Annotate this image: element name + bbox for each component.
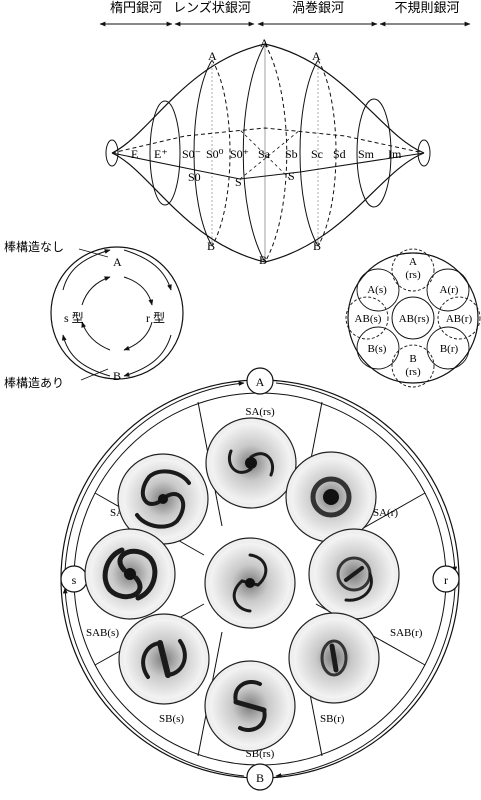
type-sa-rs: SA(rs) [245,406,275,418]
label-a-center: A [260,36,269,50]
wheel-r: r [444,573,448,587]
volume-outline-bottom [111,152,425,263]
label-a-left: A [208,49,217,63]
var-top-a: A [409,256,417,268]
class-header: 楕円銀河 レンズ状銀河 渦巻銀河 不規則銀河 [99,0,471,27]
seq-s0plus: S0⁺ [230,147,249,161]
variety-labels: A (rs) A(s) A(r) AB(s) AB(rs) AB(r) B(s)… [355,256,473,378]
galaxy-sab-r [308,528,400,620]
seq-s0minus: S0⁻ [182,147,201,161]
sequence-line-back [111,127,425,154]
type-sa-r: SA(r) [373,507,398,519]
variety-cross-section [345,248,481,388]
type-sab-s: SAB(s) [86,627,119,639]
cross-section-eplus [149,100,181,206]
header-irregular: 不規則銀河 [394,1,459,16]
wheel-a: A [256,375,265,389]
var-abr: AB(r) [446,313,473,325]
seq-im: Im [388,147,402,161]
label-s0-lower: S0 [188,170,201,184]
cycle-b: B [113,369,121,383]
var-ar: A(r) [440,284,459,296]
type-sab-r: SAB(r) [390,627,423,639]
cycle-r-type: r 型 [146,311,165,325]
classification-volume [105,43,431,263]
galaxy-sa-r [285,451,377,543]
label-a-right: A [312,49,321,63]
type-sb-r: SB(r) [320,713,345,725]
var-bottom-b: B [409,353,416,365]
wheel-s: s [72,573,77,587]
cycle-s-type: s 型 [64,311,84,325]
galaxy-sa-s [117,453,209,545]
var-bs: B(s) [368,343,387,355]
galaxy-sab-s [84,528,176,620]
label-no-bar: 棒構造なし [4,240,64,254]
seq-sd: Sd [333,147,346,161]
var-br: B(r) [440,343,459,355]
bar-cycle-diagram: 棒構造なし 棒構造あり A B s 型 r 型 [4,240,184,390]
seq-sb: Sb [285,147,298,161]
seq-sa: Sa [258,147,271,161]
type-sb-s: SB(s) [159,713,184,725]
label-s-mid: S [235,175,242,189]
seq-eplus: E⁺ [154,147,168,161]
header-elliptical: 楕円銀河 [110,1,162,16]
wheel-b: B [256,771,264,785]
seq-s0zero: S0⁰ [206,147,224,161]
volume-outline-top [111,43,425,154]
label-b-left: B [207,239,215,253]
seq-sm: Sm [358,147,375,161]
var-as: A(s) [367,284,387,296]
label-b-right: B [313,239,321,253]
header-spiral: 渦巻銀河 [292,1,344,16]
cross-section-e [105,139,119,167]
var-top-rs: (rs) [405,269,421,281]
var-bottom-rs: (rs) [405,366,421,378]
var-abrs: AB(rs) [399,313,430,325]
label-with-bar: 棒構造あり [4,376,64,390]
var-abs: AB(s) [355,313,382,325]
galaxy-sb-s [118,613,210,705]
variety-wheel: A B s r SA(rs) SA(s) SA(r) SAB(s) SAB(r)… [60,367,460,791]
label-s-right: S [288,169,295,183]
sequence-labels: E E⁺ S0⁻ S0⁰ S0⁺ Sa Sb Sc Sd Sm Im A A A… [131,36,402,267]
label-b-center: B [259,253,267,267]
seq-sc: Sc [311,147,323,161]
cross-section-sm [356,98,392,208]
galaxy-sb-r [288,612,380,704]
seq-e: E [131,147,138,161]
galaxy-sb-rs [204,660,296,752]
galaxy-sa-rs [205,417,297,509]
header-lenticular: レンズ状銀河 [173,0,251,16]
galaxy-images [84,417,400,752]
galaxy-sab-rs [204,537,296,629]
cross-section-im [417,139,431,167]
cycle-a: A [113,255,122,269]
